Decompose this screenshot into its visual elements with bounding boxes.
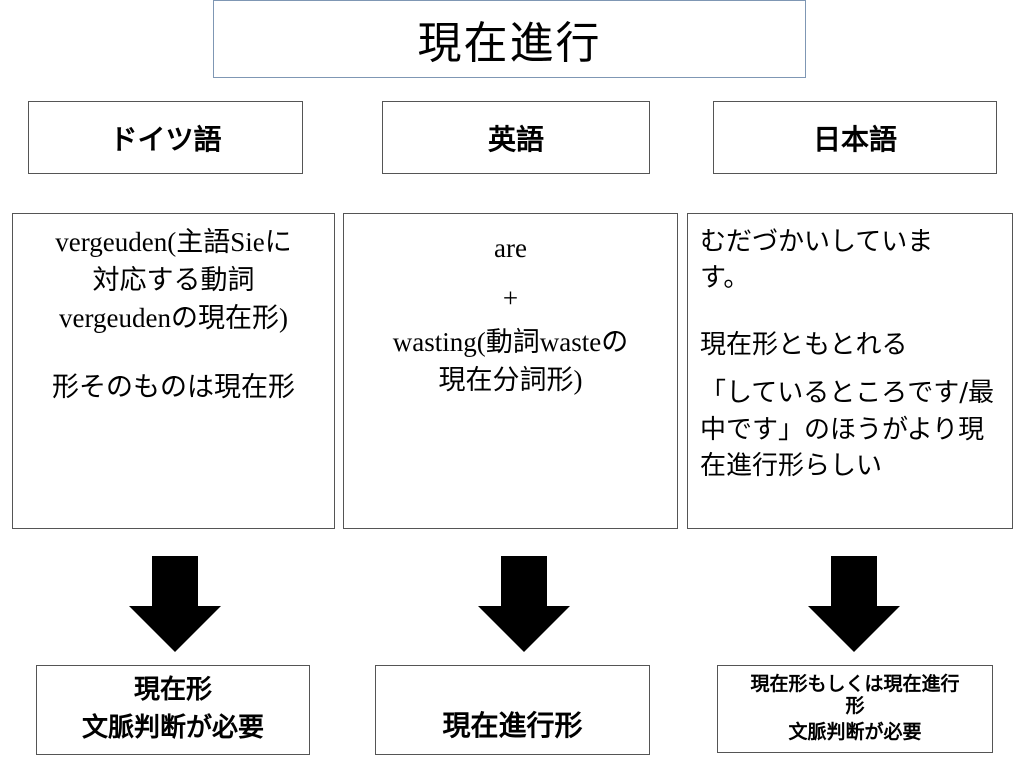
header-english: 英語	[382, 101, 650, 174]
header-japanese-label: 日本語	[812, 122, 897, 156]
japanese-line-3: 現在形ともとれる	[700, 329, 908, 360]
german-line-2: 対応する動詞	[92, 264, 255, 296]
result-japanese-line-1: 現在形もしくは現在進行	[750, 673, 960, 696]
content-german: vergeuden(主語Sieに 対応する動詞 vergeudenの現在形) 形…	[12, 213, 335, 529]
english-line-2: +	[502, 282, 519, 313]
english-line-3: wasting(動詞wasteの	[392, 326, 629, 358]
result-english: 現在進行形	[375, 665, 650, 755]
header-german: ドイツ語	[28, 101, 303, 174]
header-english-label: 英語	[487, 122, 544, 156]
japanese-line-2: す。	[700, 263, 750, 294]
english-line-4: 現在分詞形)	[438, 364, 583, 396]
result-german-line-1: 現在形	[133, 675, 212, 706]
diagram-title: 現在進行	[417, 18, 602, 69]
result-german-line-2: 文脈判断が必要	[81, 713, 264, 743]
result-english-line-1: 現在進行形	[442, 709, 583, 742]
german-note: 形そのものは現在形	[52, 372, 295, 404]
german-line-3: vergeudenの現在形)	[59, 302, 288, 334]
german-line-1: vergeuden(主語Sieに	[55, 227, 292, 258]
japanese-line-6: 在進行形らしい	[700, 450, 883, 481]
header-german-label: ドイツ語	[109, 122, 222, 156]
japanese-line-1: むだづかいしていま	[700, 227, 934, 257]
japanese-line-5: 中です」のほうがより現	[700, 414, 985, 445]
arrow-down-icon-english	[478, 556, 570, 652]
japanese-line-4: 「しているところです/最	[700, 378, 994, 409]
result-german: 現在形 文脈判断が必要	[36, 665, 310, 755]
arrow-down-icon-german	[129, 556, 221, 652]
result-japanese: 現在形もしくは現在進行 形 文脈判断が必要	[717, 665, 993, 753]
diagram-title-box: 現在進行	[213, 0, 806, 78]
content-japanese: むだづかいしていま す。 現在形ともとれる 「しているところです/最 中です」の…	[687, 213, 1013, 529]
english-line-1: are	[494, 233, 527, 263]
arrow-down-icon-japanese	[808, 556, 900, 652]
content-english: are + wasting(動詞wasteの 現在分詞形)	[343, 213, 678, 529]
header-japanese: 日本語	[713, 101, 997, 174]
result-japanese-line-2: 形	[845, 695, 865, 718]
result-japanese-line-3: 文脈判断が必要	[788, 720, 922, 743]
